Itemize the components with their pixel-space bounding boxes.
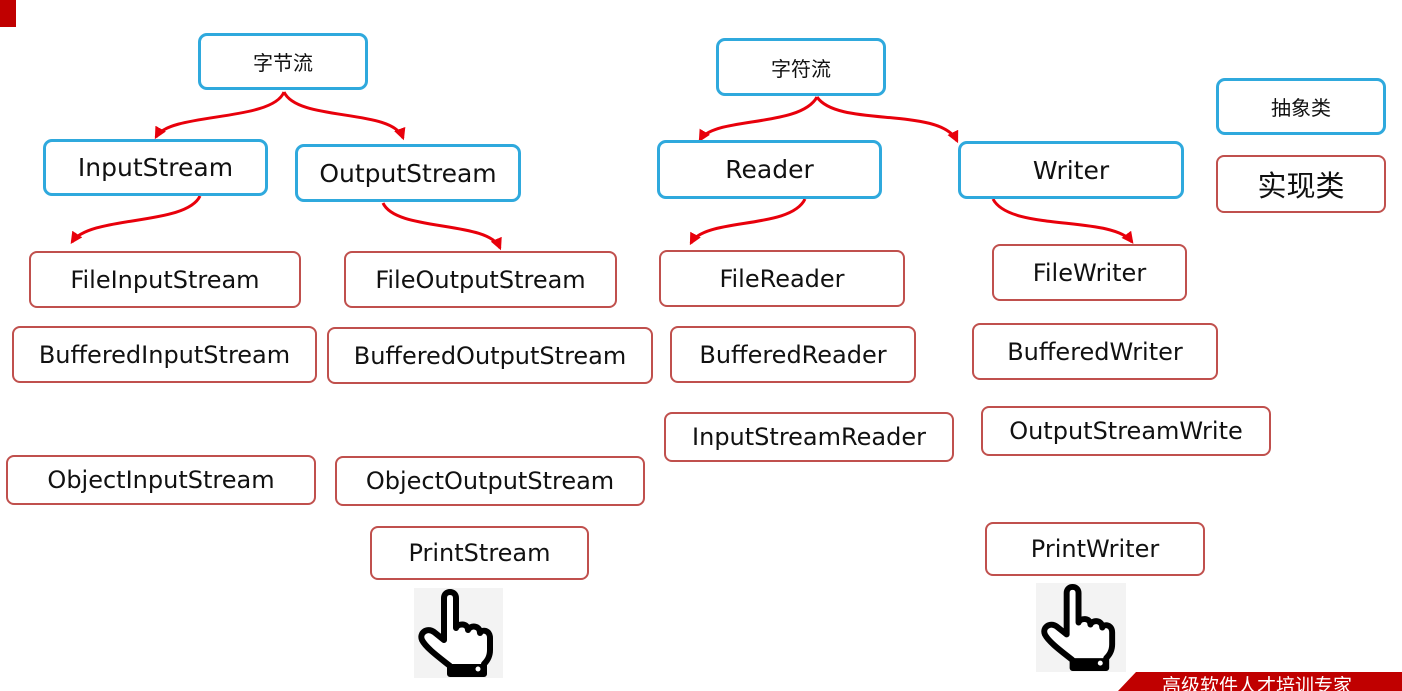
buffered-writer-node: BufferedWriter [972,323,1218,380]
arrow-output-to-file [381,202,502,251]
file-input-stream-node: FileInputStream [29,251,301,308]
input-stream-node: InputStream [43,139,268,196]
object-output-stream-node: ObjectOutputStream [335,456,645,506]
footer-text: 高级软件人才培训专家 [1162,675,1353,691]
output-stream-node: OutputStream [295,144,521,202]
writer-node: Writer [958,141,1184,199]
buffered-reader-node: BufferedReader [670,326,916,383]
arrow-input-to-file [70,195,202,244]
reader-node: Reader [657,140,882,199]
file-output-stream-node: FileOutputStream [344,251,617,308]
object-input-stream-node: ObjectInputStream [6,455,316,505]
legend-impl: 实现类 [1216,155,1386,213]
pointing-hand-icon [1036,583,1126,672]
file-reader-node: FileReader [659,250,905,307]
arrow-byte-to-output [282,91,406,141]
print-writer-node: PrintWriter [985,522,1205,576]
footer-banner: 高级软件人才培训专家 [1118,672,1402,691]
buffered-input-stream-node: BufferedInputStream [12,326,317,383]
arrow-char-to-reader [698,96,819,143]
arrow-byte-to-input [154,91,286,140]
buffered-output-stream-node: BufferedOutputStream [327,327,653,384]
arrow-reader-to-file [689,198,807,246]
output-stream-write-node: OutputStreamWrite [981,406,1271,456]
print-stream-node: PrintStream [370,526,589,580]
legend-abstract: 抽象类 [1216,78,1386,135]
char-stream-root: 字符流 [716,38,886,96]
arrow-char-to-writer [815,96,959,144]
arrow-writer-to-file [991,198,1134,244]
corner-accent [0,0,16,27]
pointing-hand-icon [414,588,503,678]
file-writer-node: FileWriter [992,244,1187,301]
input-stream-reader-node: InputStreamReader [664,412,954,462]
byte-stream-root: 字节流 [198,33,368,90]
